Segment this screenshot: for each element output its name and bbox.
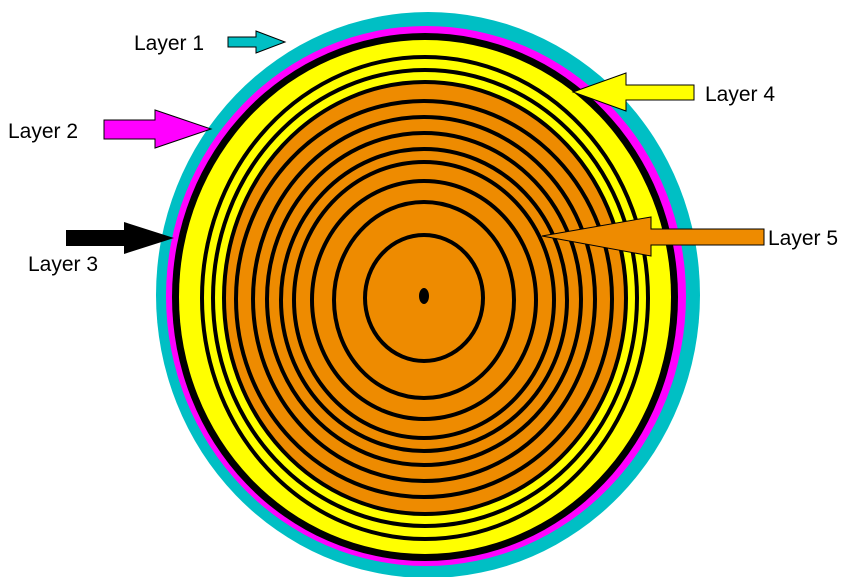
layer-5-line — [332, 200, 516, 400]
layer-5-line — [363, 233, 485, 363]
layer-5-line — [265, 131, 583, 467]
arrows — [66, 30, 765, 257]
layer-5-line — [310, 179, 538, 421]
layer-5-line — [251, 115, 597, 483]
layer-5-label: Layer 5 — [768, 227, 838, 250]
center-dot — [419, 288, 429, 304]
cross-section-rings — [156, 12, 700, 577]
layer-1-label: Layer 1 — [134, 32, 204, 55]
labels: Layer 1 Layer 2 Layer 3 Layer 4 Layer 5 — [8, 32, 838, 276]
layer-1-arrow-icon — [227, 30, 287, 54]
layer-4-line — [200, 55, 650, 541]
layer-4-arrow-icon — [571, 72, 695, 112]
layer-4-line — [211, 68, 639, 528]
layer-5-line — [292, 160, 556, 440]
layer-2-arrow-icon — [103, 109, 213, 149]
layer-5-line — [234, 99, 614, 499]
layer-5-arrow-icon — [541, 216, 765, 257]
layer-3-label: Layer 3 — [28, 253, 98, 276]
layer-5-line — [279, 147, 569, 453]
layer-3-arrow-icon — [66, 222, 174, 254]
layer-4-label: Layer 4 — [705, 83, 775, 106]
layer-2-label: Layer 2 — [8, 120, 78, 143]
